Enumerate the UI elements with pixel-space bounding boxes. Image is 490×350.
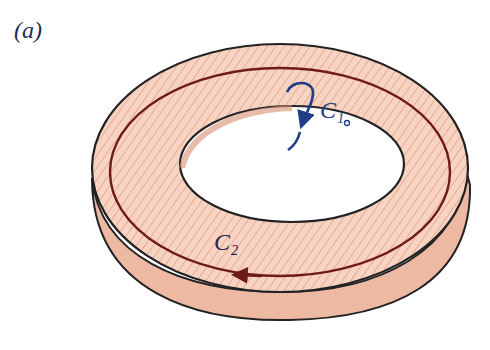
curve-label: C₂: [214, 230, 238, 254]
hole-inner-wall: [182, 108, 292, 168]
torus-hole: [180, 106, 404, 222]
curve-c2-arrow: [236, 275, 262, 276]
small-circle-mark: [345, 121, 350, 126]
curve-c2: [110, 68, 450, 276]
curve-c1-lower: [288, 132, 300, 150]
curve-label: C₁: [320, 98, 344, 122]
figure-label: (a): [14, 18, 42, 42]
curve-c1: [287, 83, 313, 124]
torus-top: [92, 44, 468, 292]
